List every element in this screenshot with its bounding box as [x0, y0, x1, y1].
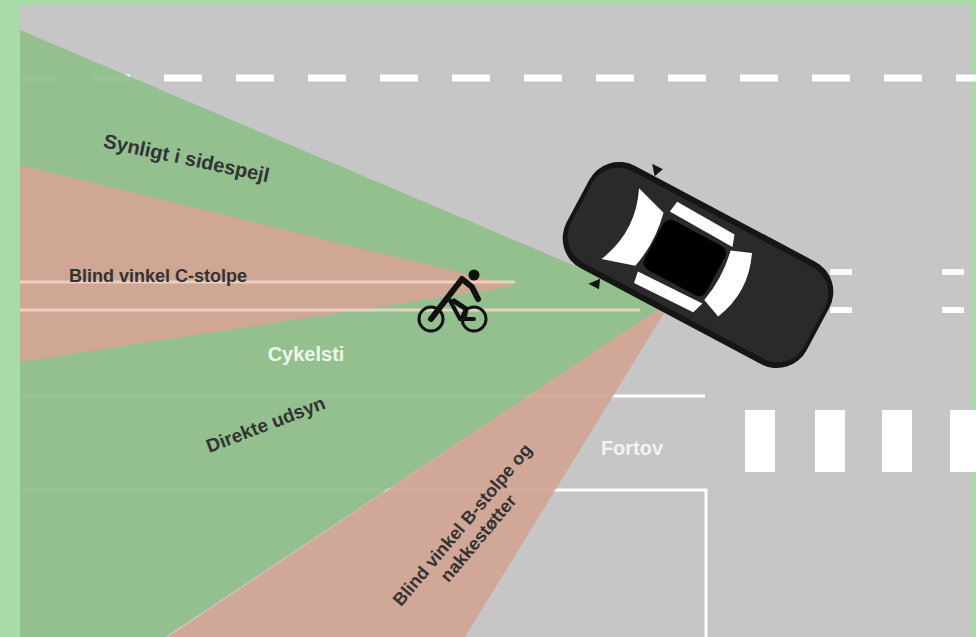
area-label: Fortov	[601, 437, 663, 460]
crosswalk	[745, 410, 976, 472]
blind-zone-c	[20, 165, 515, 362]
bike-lane-dash	[830, 269, 976, 275]
bike-lane-dash	[830, 307, 976, 313]
lane-label: Cykelsti	[268, 343, 345, 366]
lane-divider	[20, 75, 976, 82]
car	[546, 141, 850, 389]
cyclist-icon	[419, 270, 486, 332]
road-ground	[20, 5, 971, 637]
bike-lane-line	[20, 309, 640, 312]
blind-zone-b	[168, 300, 672, 637]
zone-label: Blind vinkel C-stolpe	[69, 266, 247, 287]
